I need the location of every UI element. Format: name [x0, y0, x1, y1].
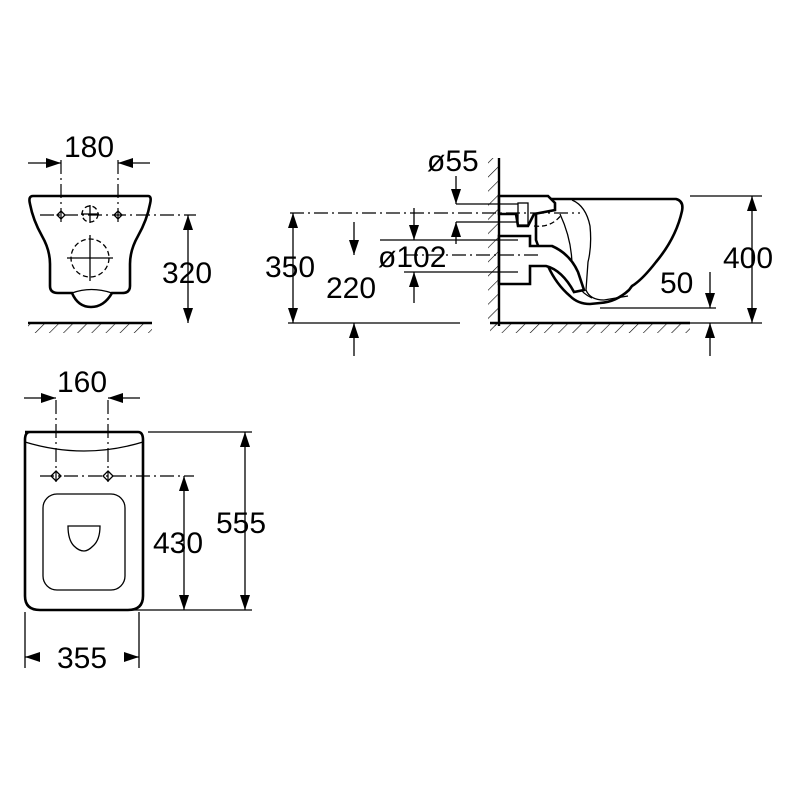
dim-555-arrow-top: [240, 432, 250, 447]
side-wall-hatch: [488, 158, 499, 326]
front-wc-base-curve: [71, 288, 113, 294]
dim-430-label: 430: [153, 527, 203, 560]
top-wc-back-curve: [24, 441, 144, 452]
dim-55-label: ø55: [427, 145, 479, 178]
dim-320-label: 320: [162, 257, 212, 290]
top-wc-seat: [42, 493, 126, 591]
dim-400-arrow-top: [747, 196, 757, 211]
dim-220-arrow-top: [349, 240, 359, 255]
dim-180-arrow-right: [118, 158, 133, 168]
side-floor-hatch: [490, 324, 690, 333]
dim-430-arrow-bottom: [179, 595, 189, 610]
dim-350-arrow-top: [288, 213, 298, 228]
side-outlet-connector: [497, 234, 586, 294]
top-view: 160 430 555 355: [23, 366, 266, 675]
side-flush-pipe: [533, 213, 563, 227]
dim-320-arrow-top: [183, 215, 193, 230]
dim-400-label: 400: [723, 242, 773, 275]
front-floor-hatch: [28, 324, 152, 333]
top-wc-bowl-opening: [67, 525, 101, 552]
dim-355-label: 355: [57, 642, 107, 675]
front-view: 180 320: [28, 131, 212, 333]
dim-160-arrow-right: [108, 393, 123, 403]
dim-50-label: 50: [660, 267, 693, 300]
dim-320-arrow-bottom: [183, 308, 193, 323]
dim-160-label: 160: [57, 366, 107, 399]
dim-555-label: 555: [216, 507, 266, 540]
dim-160-arrow-left: [41, 393, 56, 403]
dim-180-arrow-left: [46, 158, 61, 168]
side-view: 350 220 ø55 ø102 400 50: [265, 145, 773, 356]
dim-180-label: 180: [64, 131, 114, 164]
side-wc-seat-line: [571, 199, 629, 301]
dim-55-arrow-bottom: [451, 222, 461, 237]
front-inlet-marker: [81, 205, 99, 223]
dim-355-arrow-left: [25, 652, 40, 662]
dim-55-arrow-top: [451, 189, 461, 204]
dim-50-arrow-bottom: [705, 323, 715, 338]
dim-350-label: 350: [265, 251, 315, 284]
dim-220-arrow-bottom: [349, 323, 359, 338]
dim-400-arrow-bottom: [747, 308, 757, 323]
dim-555-arrow-bottom: [240, 595, 250, 610]
side-inlet-flange: [517, 202, 529, 226]
dim-50-arrow-top: [705, 293, 715, 308]
dim-350-arrow-bottom: [288, 308, 298, 323]
dim-355-arrow-right: [124, 652, 139, 662]
dim-430-arrow-top: [179, 476, 189, 491]
dim-102-arrow-top: [409, 225, 419, 240]
front-outlet-marker: [67, 235, 113, 281]
dim-102-arrow-bottom: [409, 272, 419, 287]
dim-102-label: ø102: [378, 241, 446, 274]
dim-220-label: 220: [326, 272, 376, 305]
